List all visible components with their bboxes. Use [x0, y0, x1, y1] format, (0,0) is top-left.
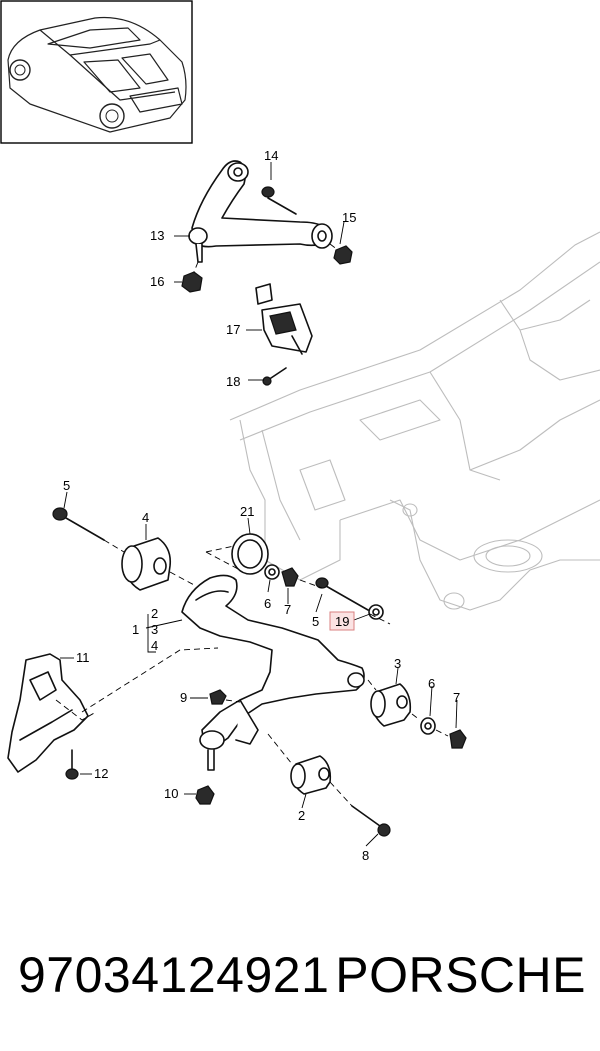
callout-10: 10 [164, 786, 178, 801]
brand-name: PORSCHE [335, 947, 586, 1003]
callout-15: 15 [342, 210, 356, 225]
washer-6-right [420, 717, 436, 735]
bolt-14 [261, 186, 297, 215]
bolt-5-center [315, 577, 369, 611]
callout-7-right: 7 [453, 690, 460, 705]
callout-2: 2 [298, 808, 305, 823]
bolt-8 [351, 805, 391, 837]
callout-9: 9 [180, 690, 187, 705]
cover-11 [7, 653, 89, 773]
nut-7-right [449, 729, 467, 749]
car-thumbnail [0, 0, 193, 144]
bushing-2 [290, 755, 332, 795]
lower-control-arm [181, 574, 365, 771]
bolt-18 [262, 367, 287, 386]
washer-19 [368, 604, 384, 620]
nut-7-center [281, 567, 299, 587]
callout-3: 3 [394, 656, 401, 671]
exploded-parts-diagram: 14 15 13 16 17 18 5 4 21 6 7 5 19 1 2 3 … [0, 0, 600, 863]
callout-6-center: 6 [264, 596, 271, 611]
callout-8: 8 [362, 848, 369, 863]
bolt-5-left [52, 507, 105, 541]
upper-control-arm [188, 160, 333, 263]
part-number: 97034124921 [18, 947, 330, 1003]
callout-14: 14 [264, 148, 278, 163]
nut-10 [195, 785, 215, 805]
callout-19-highlight [329, 611, 355, 631]
ring-21 [231, 533, 269, 575]
callout-5-left: 5 [63, 478, 70, 493]
assembly-lines [55, 243, 449, 807]
callout-11: 11 [76, 650, 90, 665]
callout-labels: 14 15 13 16 17 18 5 4 21 6 7 5 19 1 2 3 … [63, 148, 460, 863]
bushing-3 [370, 683, 412, 727]
nut-9 [209, 689, 227, 705]
callout-18: 18 [226, 374, 240, 389]
callout-4: 4 [142, 510, 149, 525]
callout-5-center: 5 [312, 614, 319, 629]
caption-bar: 97034124921 PORSCHE [0, 935, 600, 1015]
callout-1-sub-2: 2 [151, 606, 158, 621]
callout-13: 13 [150, 228, 164, 243]
callout-12: 12 [94, 766, 108, 781]
washer-6-center [264, 564, 280, 580]
subframe-outline [229, 231, 600, 611]
callout-1-sub-3: 3 [151, 622, 158, 637]
callout-16: 16 [150, 274, 164, 289]
callout-21: 21 [240, 504, 254, 519]
bolt-12 [65, 749, 79, 780]
callout-7-center: 7 [284, 602, 291, 617]
ride-height-sensor-17 [255, 283, 313, 355]
nut-15 [333, 245, 353, 265]
nut-16 [181, 271, 203, 293]
leader-lines [60, 162, 458, 847]
callout-6-right: 6 [428, 676, 435, 691]
callout-19: 19 [335, 614, 349, 629]
bushing-4 [121, 537, 172, 591]
callout-1: 1 [132, 622, 139, 637]
callout-17: 17 [226, 322, 240, 337]
callout-1-sub-4: 4 [151, 638, 158, 653]
